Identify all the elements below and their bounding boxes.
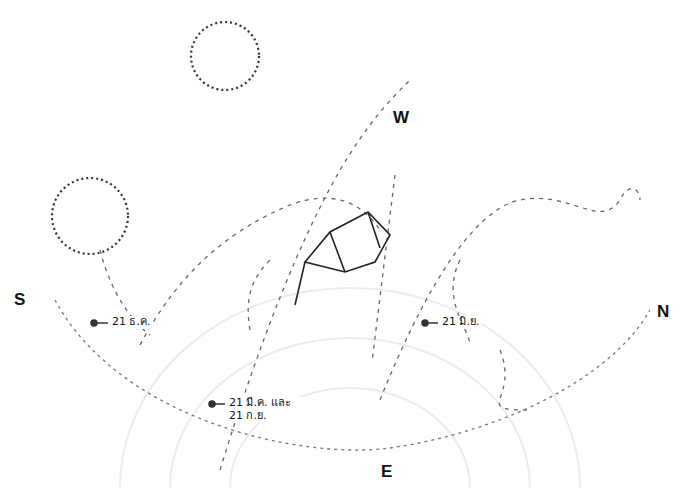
leader-lines <box>91 320 438 407</box>
compass-label: E <box>381 462 392 482</box>
horizon <box>55 300 650 450</box>
date-label: 21 ธ.ค. <box>111 316 152 329</box>
compass-label: N <box>657 302 669 322</box>
sun-symbol <box>52 22 259 254</box>
compass-label: W <box>393 108 409 128</box>
compass-label: S <box>14 290 25 310</box>
sun-paths <box>100 80 640 470</box>
date-label: 21 มิ.ย. <box>441 316 481 329</box>
date-label: 21 มี.ค. และ 21 ก.ย. <box>228 397 302 422</box>
house <box>295 212 390 305</box>
watermark <box>120 288 580 488</box>
